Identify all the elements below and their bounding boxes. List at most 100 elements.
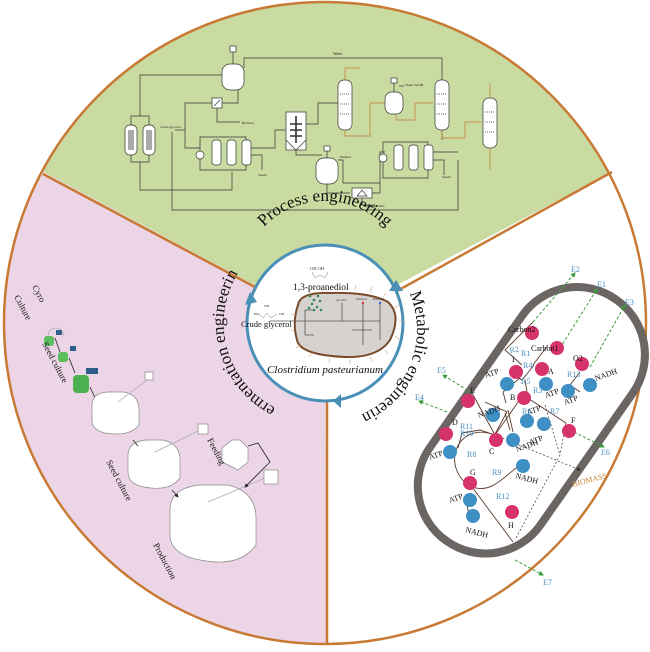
label-carbon2: Carbon2 — [508, 325, 536, 334]
product-label: 1,3-proanediol — [293, 283, 349, 293]
label-e1: E1 — [597, 280, 606, 289]
bacterium-cell — [293, 291, 397, 359]
cofactor-nodes — [443, 377, 597, 523]
node-c — [489, 433, 503, 447]
node-g — [463, 476, 477, 490]
ethanol-reactor — [315, 145, 380, 194]
exchange-labels: E1 E2 E3 E4 E5 E6 E7 — [415, 265, 634, 587]
label-r12: R12 — [496, 492, 509, 501]
distillation-column-1 — [337, 67, 385, 137]
label-r6: R6 — [522, 407, 531, 416]
label-r8: R8 — [467, 450, 476, 459]
node-atp — [561, 384, 575, 398]
label-a: A — [548, 367, 554, 376]
metabolic-network: Carbon2 Carbon1 A B C D E F G H I O2 ATP… — [413, 265, 649, 587]
label-r1: R1 — [521, 349, 530, 358]
node-o2 — [575, 357, 589, 371]
label-e2: E2 — [571, 265, 580, 274]
exchange-fluxes — [418, 272, 626, 576]
flagella — [289, 284, 404, 364]
node-atp — [443, 445, 457, 459]
substrate-oh-mid: OH — [264, 304, 270, 308]
label-water-naoh: Water NaOH — [405, 83, 424, 87]
node-atp — [520, 414, 534, 428]
label-r13: R13 — [567, 370, 580, 379]
reaction-labels: R1 R2 R3 R4 R5 R6 R7 R8 R9 R10 R11 R12 R… — [460, 344, 580, 501]
label-e4: E4 — [415, 393, 424, 402]
label-steam-2: Steam — [442, 175, 451, 179]
metabolite-labels: Carbon2 Carbon1 A B C D E F G H I O2 — [452, 325, 583, 530]
label-r4: R4 — [523, 361, 532, 370]
node-carbon1 — [550, 341, 564, 355]
production-fermenter — [169, 469, 279, 563]
metabolite-nodes — [439, 326, 589, 519]
node-d — [439, 427, 453, 441]
seed-vessel-medium — [73, 368, 98, 393]
label-b: B — [510, 393, 515, 402]
label-r11: R11 — [460, 422, 473, 431]
cycle-arrowhead-fermentation-to-process — [245, 292, 257, 305]
substrate-ho: HO — [254, 312, 260, 316]
node-e — [461, 394, 475, 408]
process-flowsheet — [124, 45, 498, 211]
organism-name: Clostridium pasteurianum — [267, 364, 383, 376]
cofactor-labels: ATP ATP ATP NADH NADH ATP NADH ATP ATP N… — [428, 366, 619, 540]
label-e: E — [470, 386, 475, 395]
label-r2: R2 — [509, 344, 520, 354]
naoh-reactor — [384, 77, 433, 121]
node-atp — [537, 417, 551, 431]
label-steam-1: Steam — [258, 173, 267, 177]
label-e3: E3 — [625, 298, 634, 307]
cyro-vessel — [44, 327, 65, 346]
product-hydroxyl-groups: OH OH — [310, 266, 325, 271]
label-e6: E6 — [601, 448, 610, 457]
label-d: D — [452, 418, 458, 427]
label-ethanol: Ethanol — [340, 155, 351, 159]
node-b — [517, 391, 531, 405]
label-acetate: Acetate — [336, 298, 347, 302]
label-inorganic-salts: Inorganic salts — [364, 204, 385, 208]
cell-membrane — [413, 283, 649, 558]
label-e7: E7 — [543, 578, 552, 587]
node-nadh — [583, 378, 597, 392]
heat-exchangers-left — [195, 129, 285, 171]
label-carbon1: Carbon1 — [531, 344, 559, 353]
node-atp — [539, 377, 553, 391]
node-i — [509, 365, 523, 379]
label-r5: R5 — [521, 377, 530, 386]
node-atp — [500, 377, 514, 391]
node-nadh — [506, 433, 520, 447]
label-crude-glycerol: Crude glycerol — [160, 125, 181, 129]
product-dots — [307, 294, 323, 312]
label-c: C — [489, 447, 494, 456]
fermentation-train — [44, 327, 279, 563]
node-atp — [463, 493, 477, 507]
label-water: Water — [333, 51, 343, 56]
distillation-column-3 — [482, 83, 498, 170]
node-h — [505, 505, 519, 519]
center-organism: Acetate Ethanol Butanol OH OH 1,3-proane… — [241, 243, 405, 408]
node-nadh — [466, 509, 480, 523]
label-o2: O2 — [573, 354, 583, 363]
node-carbon2 — [525, 326, 539, 340]
main-fermenter — [285, 102, 338, 156]
feed-tank — [221, 439, 249, 471]
label-h: H — [508, 521, 514, 530]
seed-vessel-small — [58, 346, 76, 362]
label-biomass: Biomass — [242, 121, 255, 125]
label-butanol: Butanol — [373, 297, 384, 301]
cycle-arrowhead-metabolic-to-fermentation — [333, 394, 341, 408]
label-i: I — [512, 355, 515, 364]
label-r7: R7 — [550, 407, 559, 416]
label-f: F — [571, 416, 576, 425]
node-nadh — [486, 408, 500, 422]
label-ethanol-center: Ethanol — [356, 297, 367, 301]
seed-fermenter-2 — [127, 423, 209, 489]
label-r3: R3 — [533, 386, 542, 395]
node-a — [535, 362, 549, 376]
distillation-column-2 — [434, 79, 482, 139]
adsorption-columns — [124, 74, 233, 191]
label-g: G — [470, 468, 476, 477]
